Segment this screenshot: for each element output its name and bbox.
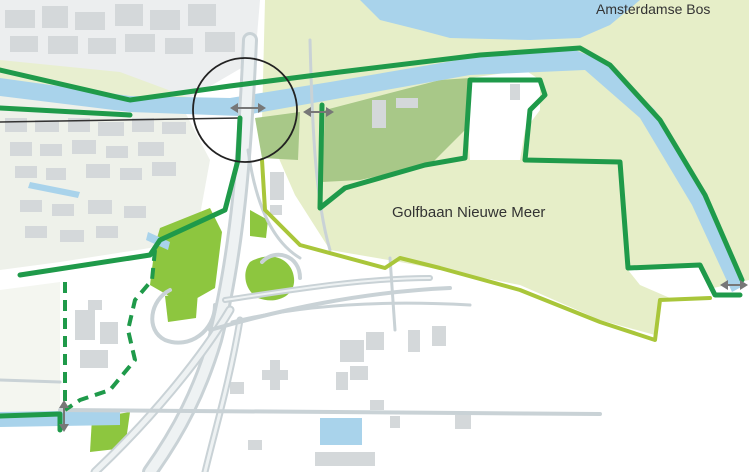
label-forest: Amsterdamse Bos [596,1,710,17]
label-golf-course: Golfbaan Nieuwe Meer [392,204,545,221]
industrial-buildings [230,84,520,466]
route-dashed-green [63,249,157,412]
circle-marker-icon[interactable] [192,57,298,163]
golf-clearings [468,70,715,298]
double-arrow-icon[interactable] [59,400,69,432]
city-blocks [5,4,235,368]
double-arrow-icon[interactable] [720,280,748,290]
route-dark-green [0,45,745,433]
route-light-green [260,158,712,342]
reference-line [0,117,241,123]
double-arrow-icon[interactable] [230,103,266,113]
double-arrow-icon[interactable] [303,107,334,117]
road-network [0,32,602,472]
